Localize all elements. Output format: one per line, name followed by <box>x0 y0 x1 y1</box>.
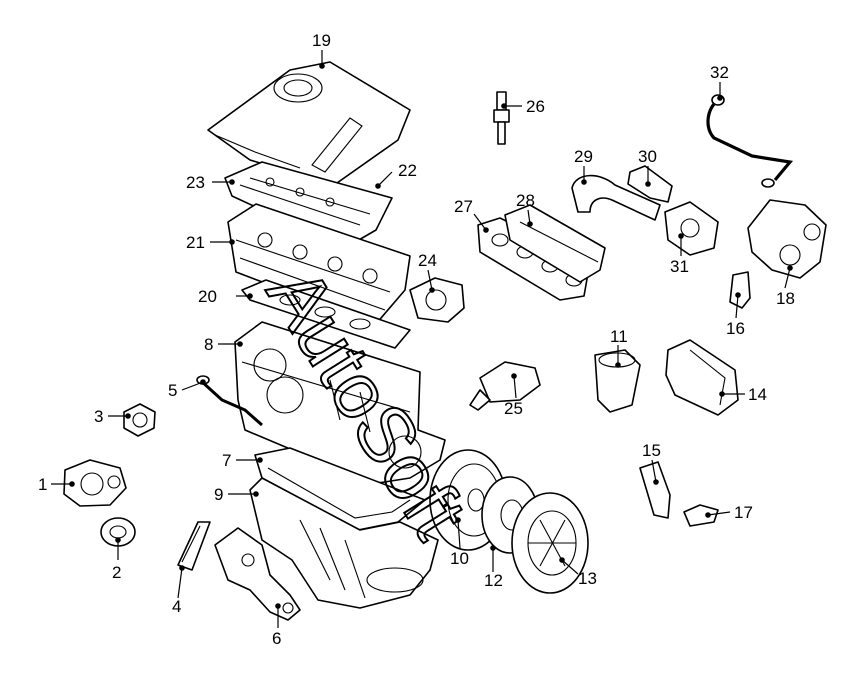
timing-belt <box>177 521 211 571</box>
callout-13: 13 <box>578 569 597 588</box>
mounting-bracket <box>639 461 671 519</box>
callout-6: 6 <box>272 629 281 648</box>
callout-20: 20 <box>198 287 217 306</box>
callout-25: 25 <box>504 399 523 418</box>
callout-32: 32 <box>710 63 729 82</box>
thermostat-housing <box>469 361 541 411</box>
callout-3: 3 <box>94 407 103 426</box>
callout-4: 4 <box>172 597 181 616</box>
coolant-pipe <box>706 94 794 188</box>
callout-28: 28 <box>516 191 535 210</box>
water-pump <box>63 459 127 507</box>
callout-22: 22 <box>398 161 417 180</box>
coolant-flange <box>664 201 719 256</box>
water-outlet-housing <box>747 199 827 279</box>
callout-17: 17 <box>734 503 753 522</box>
callout-27: 27 <box>454 197 473 216</box>
callout-12: 12 <box>484 571 503 590</box>
callout-19: 19 <box>312 31 331 50</box>
callout-29: 29 <box>574 147 593 166</box>
crank-sensor <box>683 504 719 527</box>
pressure-plate <box>511 492 589 594</box>
callout-8: 8 <box>204 335 213 354</box>
fuel-filter <box>594 349 641 413</box>
starter-motor <box>665 339 739 416</box>
callout-26: 26 <box>526 97 545 116</box>
callout-2: 2 <box>112 563 121 582</box>
oil-sump <box>249 477 439 609</box>
callout-leaders <box>51 50 793 628</box>
callout-11: 11 <box>610 327 628 346</box>
hose-elbow <box>729 271 751 309</box>
callout-21: 21 <box>186 233 205 252</box>
callout-24: 24 <box>418 251 437 270</box>
callout-23: 23 <box>186 173 205 192</box>
callout-15: 15 <box>642 441 661 460</box>
callout-labels: 1 2 3 4 5 6 7 8 9 10 11 12 13 14 15 16 1… <box>38 31 795 648</box>
glow-plug <box>493 91 510 145</box>
vacuum-pump <box>409 277 465 323</box>
callout-9: 9 <box>214 485 223 504</box>
callout-7: 7 <box>222 451 231 470</box>
callout-16: 16 <box>726 319 745 338</box>
engine-block <box>234 321 446 486</box>
callout-30: 30 <box>638 147 657 166</box>
callout-10: 10 <box>450 549 469 568</box>
cylinder-head <box>227 203 411 326</box>
oil-pump-bracket <box>214 527 301 621</box>
callout-1: 1 <box>38 475 47 494</box>
tensioner <box>123 403 156 437</box>
head-cover <box>224 161 393 249</box>
callout-18: 18 <box>776 289 795 308</box>
callout-31: 31 <box>670 257 689 276</box>
callout-14: 14 <box>748 385 767 404</box>
callout-5: 5 <box>168 381 177 400</box>
